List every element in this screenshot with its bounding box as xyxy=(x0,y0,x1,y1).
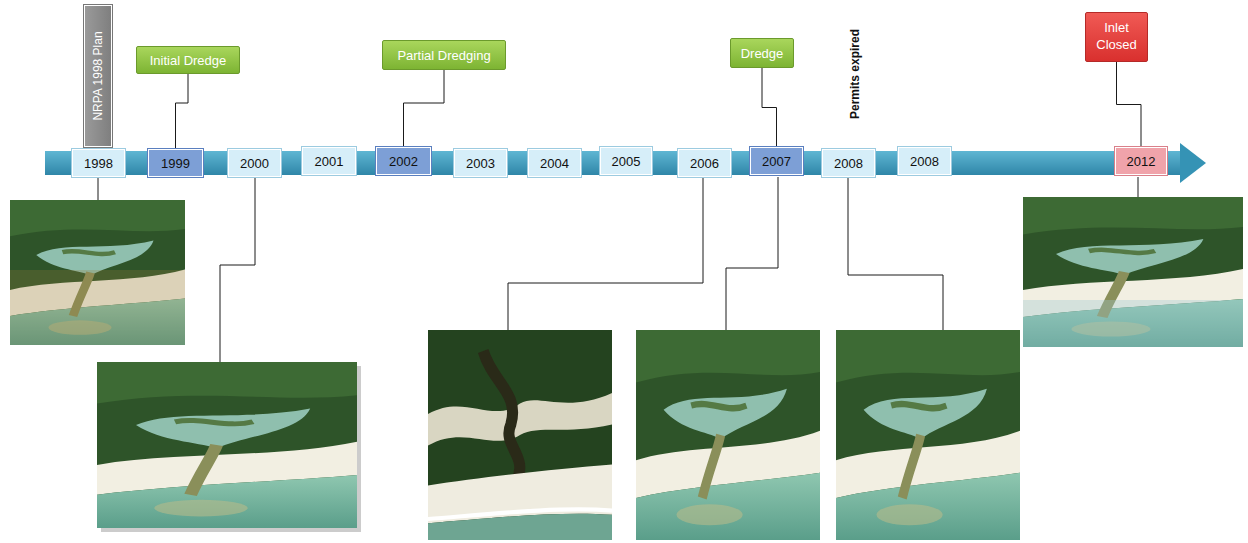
callout-leader xyxy=(1117,62,1142,147)
year-box: 2005 xyxy=(600,147,652,175)
node-text: 2001 xyxy=(315,154,344,169)
node-text: 2002 xyxy=(389,154,418,169)
node-text: 1999 xyxy=(161,156,190,171)
node-text: NRPA 1998 Plan xyxy=(91,31,105,120)
node-text: 2005 xyxy=(612,154,641,169)
callout-leader xyxy=(762,68,777,147)
aerial-photo xyxy=(1023,197,1243,347)
timeline-arrowhead xyxy=(1180,143,1206,183)
callout-leader xyxy=(176,74,189,149)
year-box: 2008 xyxy=(898,147,951,175)
node-text: 2012 xyxy=(1127,154,1156,169)
year-box: 2001 xyxy=(302,147,356,175)
year-box: 2007 xyxy=(750,147,803,175)
node-text: 1998 xyxy=(84,156,113,171)
year-box: 2000 xyxy=(228,149,281,177)
aerial-photo xyxy=(428,330,612,540)
aerial-photo xyxy=(97,362,361,532)
node-text: 2000 xyxy=(240,156,269,171)
event-box: Dredge xyxy=(730,38,794,68)
node-text: 2004 xyxy=(540,156,569,171)
node-text: Initial Dredge xyxy=(150,53,227,68)
year-box: 2002 xyxy=(376,147,431,175)
year-box: 2012 xyxy=(1115,147,1167,175)
year-box: 1999 xyxy=(148,149,203,177)
aerial-photo xyxy=(10,200,185,345)
year-box: 2003 xyxy=(454,149,507,177)
year-box: 2008 xyxy=(822,149,875,177)
node-text: Inlet Closed xyxy=(1086,20,1147,54)
node-text: 2008 xyxy=(910,154,939,169)
year-box: 1998 xyxy=(72,149,125,177)
year-box: 2006 xyxy=(678,149,731,177)
note-label: Permits expired xyxy=(848,29,862,119)
node-text: 2003 xyxy=(466,156,495,171)
year-box: 2004 xyxy=(528,149,581,177)
event-box: Initial Dredge xyxy=(136,46,240,74)
aerial-photo xyxy=(836,330,1020,540)
node-text: 2007 xyxy=(762,154,791,169)
event-box: Partial Dredging xyxy=(382,40,506,70)
callout-leader xyxy=(404,70,445,147)
plan-box: NRPA 1998 Plan xyxy=(84,5,112,147)
node-text: 2008 xyxy=(834,156,863,171)
node-text: Dredge xyxy=(741,46,784,61)
aerial-photo xyxy=(636,330,820,540)
node-text: Partial Dredging xyxy=(397,48,490,63)
node-text: 2006 xyxy=(690,156,719,171)
event-box: Inlet Closed xyxy=(1085,12,1148,62)
